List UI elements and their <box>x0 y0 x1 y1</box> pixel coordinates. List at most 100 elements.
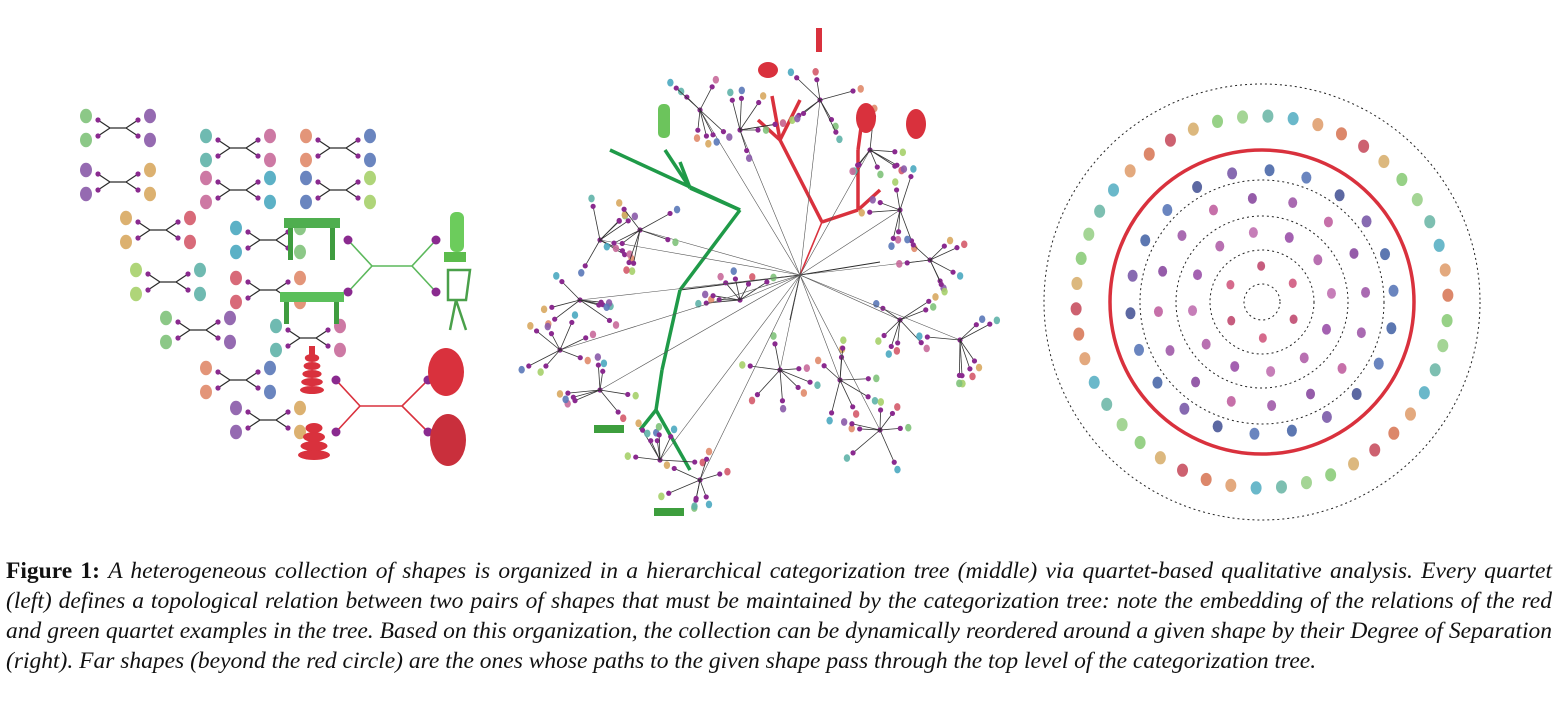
stacked-ring-icon <box>302 370 322 378</box>
tree-edge <box>897 319 901 343</box>
leaf-node <box>175 319 181 325</box>
shape-icon <box>1188 305 1198 317</box>
tree-node <box>956 372 963 378</box>
tree-edge <box>528 349 561 367</box>
tree-node <box>583 335 589 341</box>
tree-edge <box>579 299 610 321</box>
shape-icon <box>930 303 937 311</box>
tree-edge <box>929 259 942 285</box>
tree-node <box>850 450 856 456</box>
tree-edge <box>739 283 749 301</box>
shape-icon <box>562 395 569 404</box>
shape-icon <box>877 398 885 406</box>
shape-icon <box>814 381 821 390</box>
shape-icon <box>230 270 242 286</box>
leaf-node <box>145 287 151 293</box>
quartet-edges <box>247 231 289 249</box>
shape-icon <box>691 502 698 511</box>
leaf-node <box>285 425 291 431</box>
shape-icon <box>717 272 724 281</box>
tree-node <box>877 199 883 206</box>
tree-node <box>755 127 761 133</box>
tree-edge <box>573 389 601 398</box>
shape-icon <box>1441 313 1453 328</box>
tree-edge <box>731 100 741 131</box>
tree-edge <box>659 436 672 461</box>
tree-node <box>840 345 846 351</box>
tree-edge <box>650 440 661 461</box>
tree-edge <box>929 259 954 273</box>
jug-icon <box>430 414 466 466</box>
shape-icon <box>1143 147 1155 161</box>
shape-icon <box>1225 478 1237 492</box>
shape-icon <box>1249 427 1260 440</box>
shape-icon <box>270 342 282 358</box>
leaf-node <box>355 179 361 185</box>
tree-node <box>881 332 887 339</box>
shape-icon <box>726 133 733 141</box>
leaf-node <box>343 287 353 297</box>
leaf-node <box>315 195 321 201</box>
shape-icon <box>724 467 731 476</box>
tree-node <box>796 366 802 372</box>
leaf-node <box>255 153 261 159</box>
shape-icon <box>556 390 564 398</box>
tree-node <box>987 321 993 327</box>
shape-icon <box>1165 345 1175 356</box>
tree-edge <box>659 274 801 461</box>
shape-icon <box>956 379 963 388</box>
tree-edge <box>879 427 901 431</box>
shape-icon <box>946 236 954 245</box>
shape-icon <box>1162 203 1173 216</box>
tree-node <box>693 495 699 501</box>
shape-icon <box>1164 133 1176 147</box>
shape-icon <box>1226 279 1235 290</box>
shape-icon <box>1334 189 1345 202</box>
shape-icon <box>600 359 608 368</box>
shape-icon <box>803 364 811 372</box>
shape-icon <box>1349 248 1359 259</box>
shape-icon <box>1200 472 1212 487</box>
shape-icon <box>1286 424 1297 437</box>
tree-edge <box>898 209 901 232</box>
tree-edge <box>899 309 926 321</box>
tree-edge <box>699 459 707 481</box>
shape-icon <box>644 429 651 438</box>
tree-node <box>625 218 631 224</box>
shape-icon <box>571 311 579 319</box>
quartet-small <box>120 210 196 250</box>
tree-edge <box>880 202 901 211</box>
green-quartet-edges <box>347 239 437 293</box>
tree-node <box>892 149 898 155</box>
tree-edge <box>599 371 604 391</box>
tree-node <box>639 427 646 433</box>
leaf-node <box>355 137 361 143</box>
shape-icon <box>899 148 907 157</box>
red-boundary-circle <box>1108 148 1416 456</box>
tree-node <box>720 129 727 135</box>
shape-icon <box>1418 386 1430 400</box>
tree-node <box>526 363 532 369</box>
shape-icon <box>730 267 737 275</box>
leaf-node <box>431 287 441 297</box>
tree-edge <box>675 87 701 111</box>
shape-icon <box>1179 402 1190 415</box>
shape-icon <box>1439 263 1451 277</box>
leaf-node <box>255 195 261 201</box>
shape-icon <box>264 360 276 376</box>
shape-icon <box>270 318 282 334</box>
shape-icon <box>1227 315 1236 326</box>
tree-edge <box>660 289 682 371</box>
shape-icon <box>745 154 753 162</box>
tree-node <box>889 410 896 417</box>
shape-icon <box>628 267 636 275</box>
tree-node <box>549 304 555 310</box>
tree-edge <box>869 149 878 168</box>
tree-node <box>888 343 894 350</box>
shape-icon <box>1201 338 1211 350</box>
shape-icon <box>1323 216 1333 228</box>
tree-node <box>910 242 916 248</box>
tree-node <box>710 132 716 138</box>
green-quartet <box>280 212 472 331</box>
shape-icon <box>200 152 212 168</box>
